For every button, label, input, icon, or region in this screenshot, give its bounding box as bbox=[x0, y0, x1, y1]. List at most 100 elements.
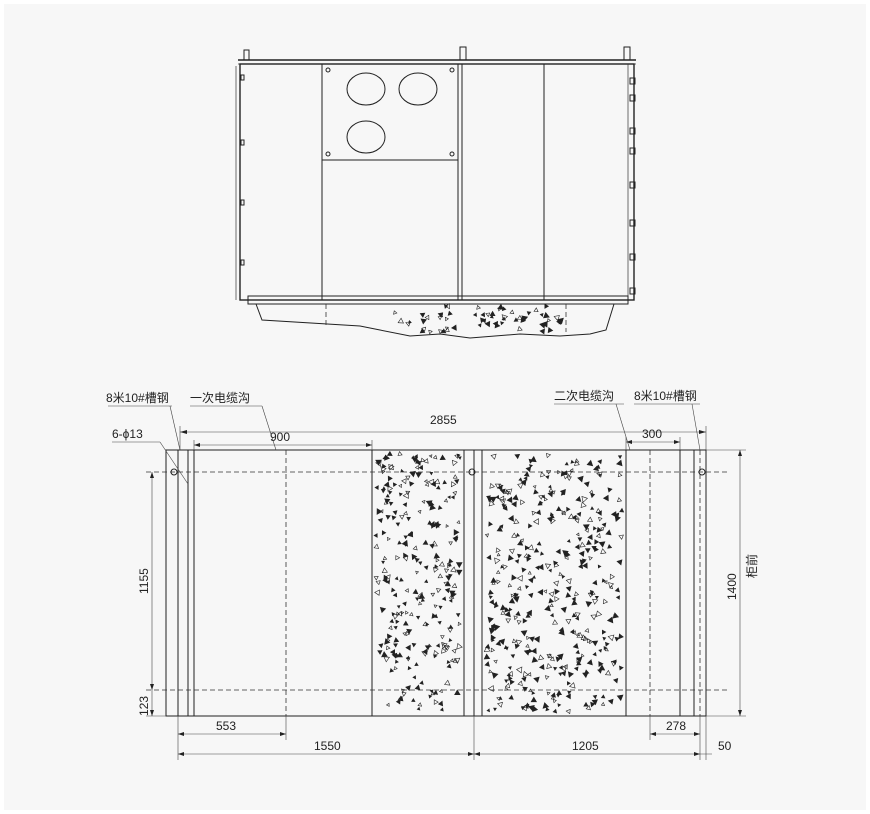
gravel-mark bbox=[551, 490, 556, 495]
gravel-mark bbox=[447, 310, 453, 316]
gravel-mark bbox=[508, 607, 513, 612]
gravel-mark bbox=[398, 492, 403, 497]
gravel-mark bbox=[399, 514, 405, 520]
gravel-mark bbox=[563, 473, 569, 480]
gravel-mark bbox=[394, 576, 399, 581]
bolt-hole bbox=[698, 468, 706, 476]
gravel-mark bbox=[502, 505, 508, 511]
gravel-mark bbox=[566, 476, 572, 481]
dim-left-section: 1550 bbox=[314, 739, 341, 753]
gravel-mark bbox=[382, 555, 388, 561]
gravel-mark bbox=[529, 636, 535, 642]
gravel-mark bbox=[405, 475, 411, 481]
gravel-mark bbox=[438, 561, 445, 567]
gravel-mark bbox=[457, 456, 462, 460]
gravel-mark bbox=[508, 694, 514, 700]
gravel-mark bbox=[548, 568, 552, 573]
gravel-mark bbox=[396, 611, 400, 616]
gravel-mark bbox=[443, 498, 448, 503]
gravel-mark bbox=[433, 604, 438, 609]
gravel-mark bbox=[616, 459, 623, 467]
gravel-mark bbox=[490, 634, 497, 641]
gravel-mark bbox=[533, 307, 539, 313]
gravel-mark bbox=[585, 705, 591, 711]
gravel-mark bbox=[387, 536, 391, 542]
gravel-mark bbox=[452, 490, 457, 496]
gravel-mark bbox=[570, 459, 575, 464]
gravel-mark bbox=[404, 588, 409, 593]
gravel-mark bbox=[455, 562, 463, 569]
gravel-mark bbox=[506, 673, 511, 678]
gravel-mark bbox=[606, 616, 614, 624]
gravel-mark bbox=[454, 689, 461, 695]
gravel-mark bbox=[395, 555, 401, 561]
gravel-mark bbox=[523, 471, 530, 477]
gravel-mark bbox=[566, 471, 573, 477]
gravel-mark bbox=[487, 616, 494, 624]
gravel-mark bbox=[528, 577, 534, 584]
gravel-mark bbox=[604, 669, 612, 676]
gravel-mark bbox=[608, 582, 615, 589]
gravel-mark bbox=[401, 539, 408, 547]
gravel-mark bbox=[396, 605, 401, 609]
gravel-mark bbox=[586, 459, 594, 467]
gravel-mark bbox=[499, 498, 506, 505]
gravel-mark bbox=[600, 701, 606, 706]
gravel-mark bbox=[424, 645, 431, 651]
gravel-mark bbox=[444, 303, 451, 310]
gravel-mark bbox=[573, 666, 579, 672]
gravel-mark bbox=[505, 488, 513, 495]
gravel-mark bbox=[397, 695, 404, 702]
gravel-mark bbox=[385, 574, 391, 581]
gravel-mark bbox=[522, 686, 528, 692]
gravel-mark bbox=[584, 669, 590, 675]
gravel-mark bbox=[380, 488, 386, 494]
gravel-mark bbox=[418, 601, 423, 606]
gravel-mark bbox=[388, 490, 393, 495]
gravel-mark bbox=[448, 638, 453, 642]
gravel-mark bbox=[454, 453, 460, 459]
gravel-mark bbox=[415, 570, 420, 575]
gravel-mark bbox=[450, 481, 457, 488]
gravel-mark bbox=[527, 553, 532, 558]
gravel-mark bbox=[543, 311, 550, 319]
gravel-mark bbox=[423, 565, 429, 571]
gravel-mark bbox=[553, 666, 558, 671]
gravel-mark bbox=[518, 477, 523, 482]
gravel-mark bbox=[421, 326, 427, 332]
gravel-mark bbox=[402, 601, 407, 607]
gravel-mark bbox=[566, 506, 571, 512]
gravel-mark bbox=[383, 656, 390, 663]
gravel-mark bbox=[449, 590, 456, 597]
gravel-mark bbox=[373, 576, 379, 581]
gravel-mark bbox=[526, 311, 532, 316]
gravel-mark bbox=[444, 568, 450, 574]
gravel-mark bbox=[546, 516, 554, 523]
gravel-mark bbox=[569, 629, 575, 635]
gravel-mark bbox=[441, 596, 447, 601]
gravel-mark bbox=[558, 628, 565, 636]
gravel-mark bbox=[565, 708, 571, 715]
gravel-mark bbox=[397, 317, 404, 324]
gravel-mark bbox=[614, 636, 620, 642]
gravel-mark bbox=[553, 580, 559, 587]
gravel-mark bbox=[425, 622, 430, 627]
gravel-mark bbox=[493, 659, 498, 664]
gravel-mark bbox=[447, 495, 451, 500]
gravel-mark bbox=[499, 488, 506, 495]
gravel-mark bbox=[575, 532, 580, 537]
gravel-mark bbox=[377, 650, 383, 655]
dim-front-margin: 50 bbox=[718, 739, 732, 753]
gravel-mark bbox=[579, 559, 586, 566]
gravel-mark bbox=[574, 515, 580, 520]
gravel-mark bbox=[429, 689, 434, 694]
gravel-mark bbox=[427, 520, 433, 525]
gravel-mark bbox=[544, 563, 552, 570]
gravel-mark bbox=[504, 686, 509, 691]
gravel-mark bbox=[437, 573, 444, 579]
gravel-mark bbox=[508, 515, 514, 522]
gravel-mark bbox=[422, 648, 428, 655]
gravel-mark bbox=[593, 526, 597, 531]
gravel-mark bbox=[572, 643, 579, 649]
gravel-mark bbox=[533, 547, 540, 553]
